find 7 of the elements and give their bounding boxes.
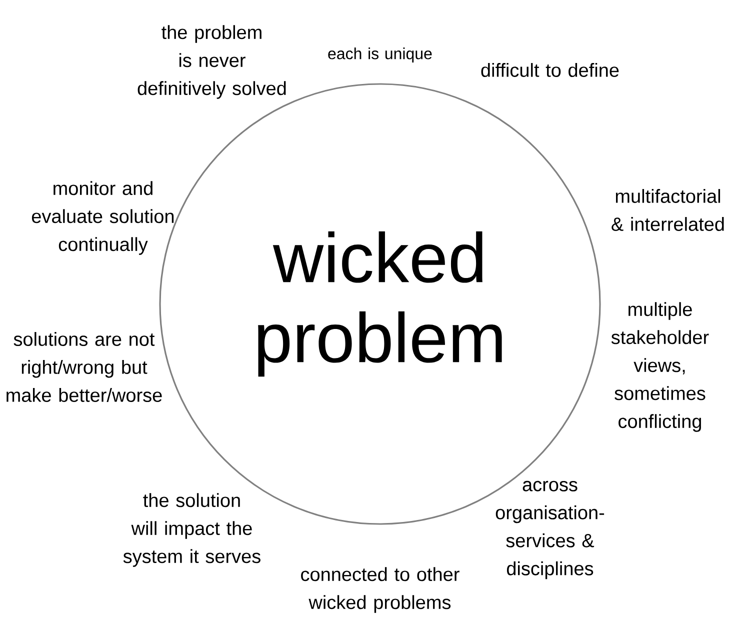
label-text: the problem is never definitively solved (138, 25, 286, 99)
label-text: across organisation-services & disciplines (496, 480, 604, 580)
label-text: solutions are not right/wrong but make better/worse (6, 332, 162, 402)
label-text: each is unique (328, 48, 432, 62)
label-text: the solution will impact the system it serves (123, 493, 260, 567)
label-text: monitor and evaluate solution continually (32, 181, 174, 255)
label-text: connected to other wicked problems (301, 567, 460, 613)
